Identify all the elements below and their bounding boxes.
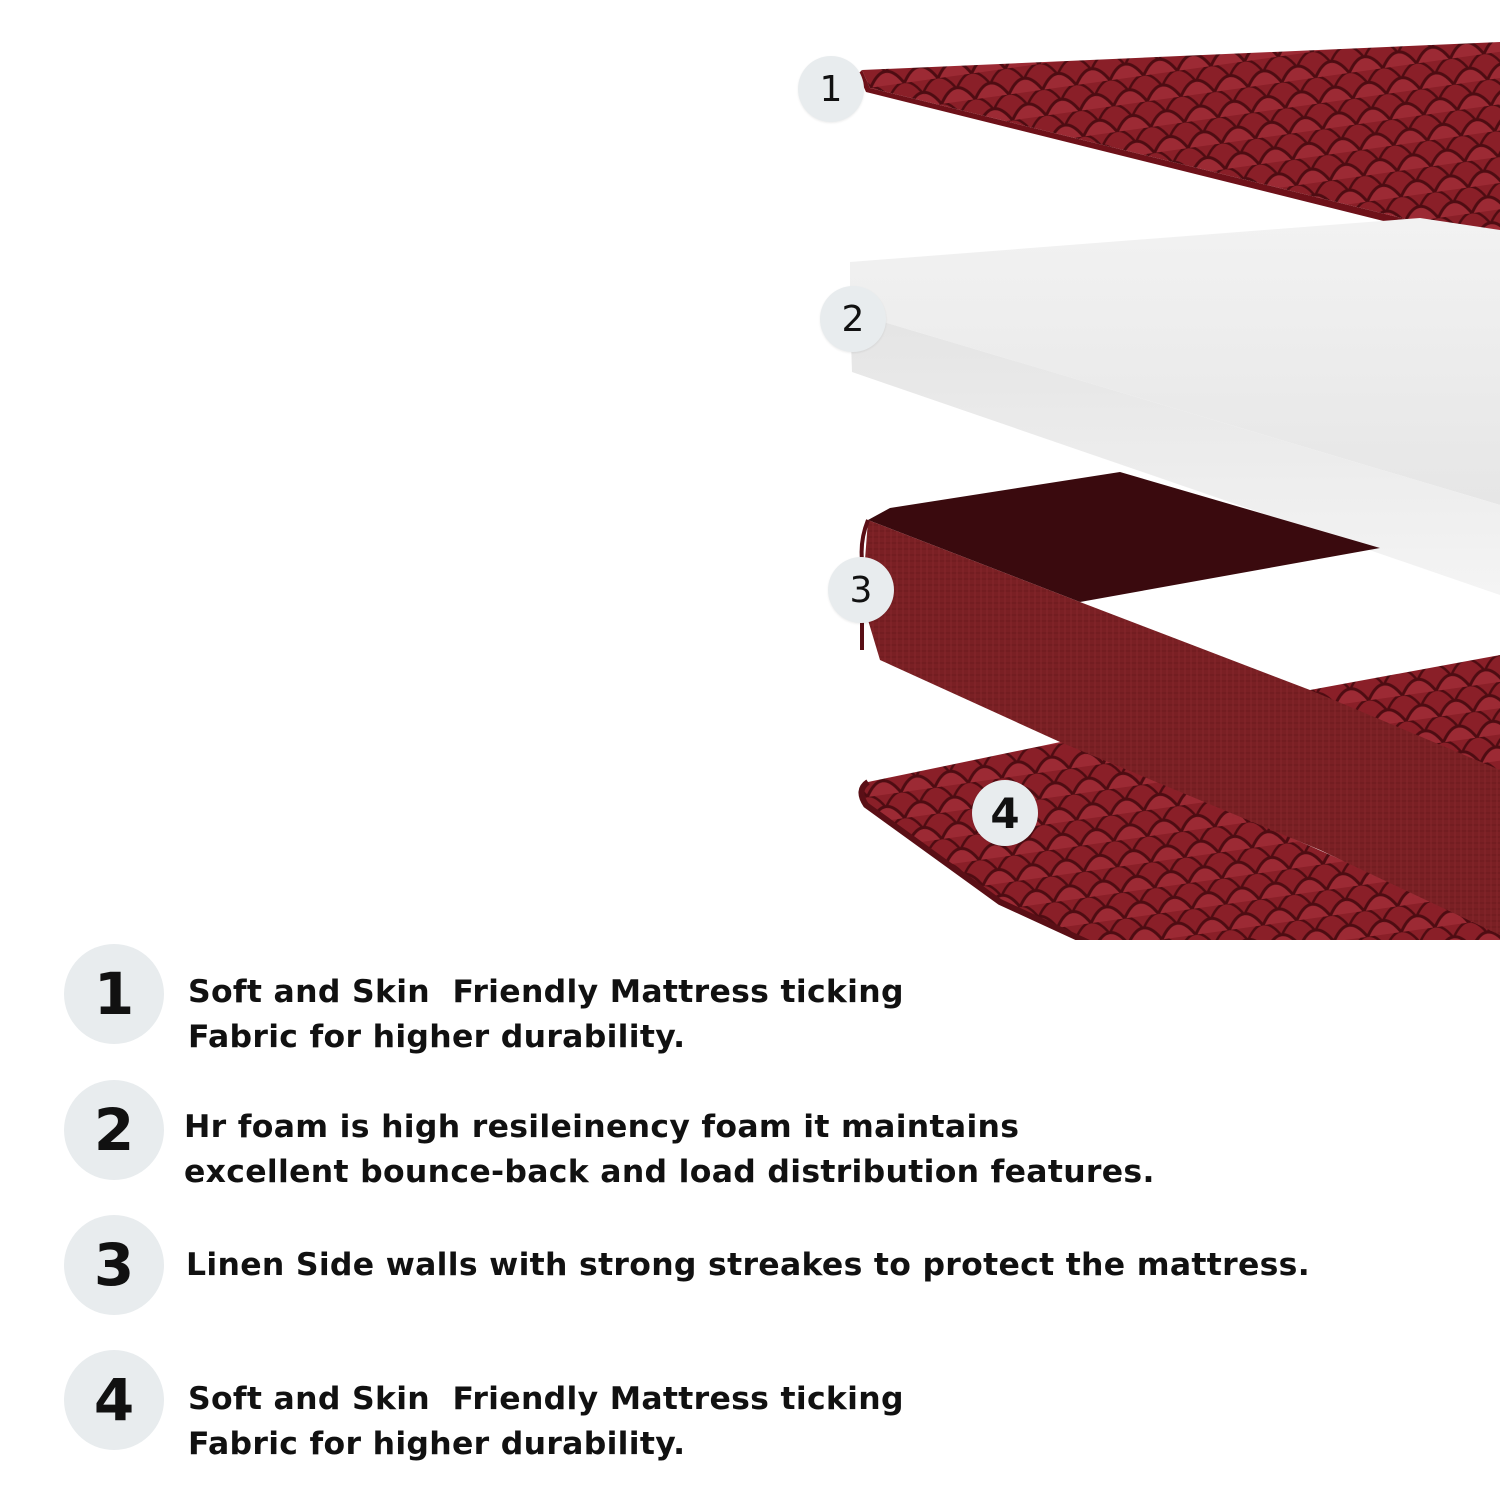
layer-2-number-badge: 2 (820, 286, 886, 352)
legend-text-line: Linen Side walls with strong streakes to… (186, 1247, 1310, 1283)
legend-number-badge: 1 (64, 944, 164, 1044)
legend-number-badge: 3 (64, 1215, 164, 1315)
legend-item-3: 3 Linen Side walls with strong streakes … (64, 1215, 1484, 1317)
layer-3-linen (859, 472, 1500, 935)
legend-item-2: 2 Hr foam is high resileinency foam it m… (64, 1080, 1484, 1190)
legend-text-line: Hr foam is high resileinency foam it mai… (184, 1109, 1020, 1145)
legend-text-line: Fabric for higher durability. (188, 1426, 686, 1462)
layer-4-number-badge: 4 (972, 780, 1038, 846)
layer-1-fabric (858, 42, 1500, 250)
legend-text-line: Soft and Skin Friendly Mattress ticking (188, 974, 904, 1010)
mattress-layers-illustration (850, 42, 1500, 940)
legend-number-badge: 4 (64, 1350, 164, 1450)
legend-text-line: Soft and Skin Friendly Mattress ticking (188, 1381, 904, 1417)
layer-1-number-badge: 1 (798, 56, 864, 122)
layer-2-foam (850, 218, 1500, 595)
legend-item-4: 4 Soft and Skin Friendly Mattress tickin… (64, 1350, 1484, 1462)
legend-text-line: excellent bounce-back and load distribut… (184, 1154, 1155, 1190)
legend-item-1: 1 Soft and Skin Friendly Mattress tickin… (64, 944, 1484, 1055)
layer-3-number-badge: 3 (828, 557, 894, 623)
legend-text-line: Fabric for higher durability. (188, 1019, 686, 1055)
legend-number-badge: 2 (64, 1080, 164, 1180)
